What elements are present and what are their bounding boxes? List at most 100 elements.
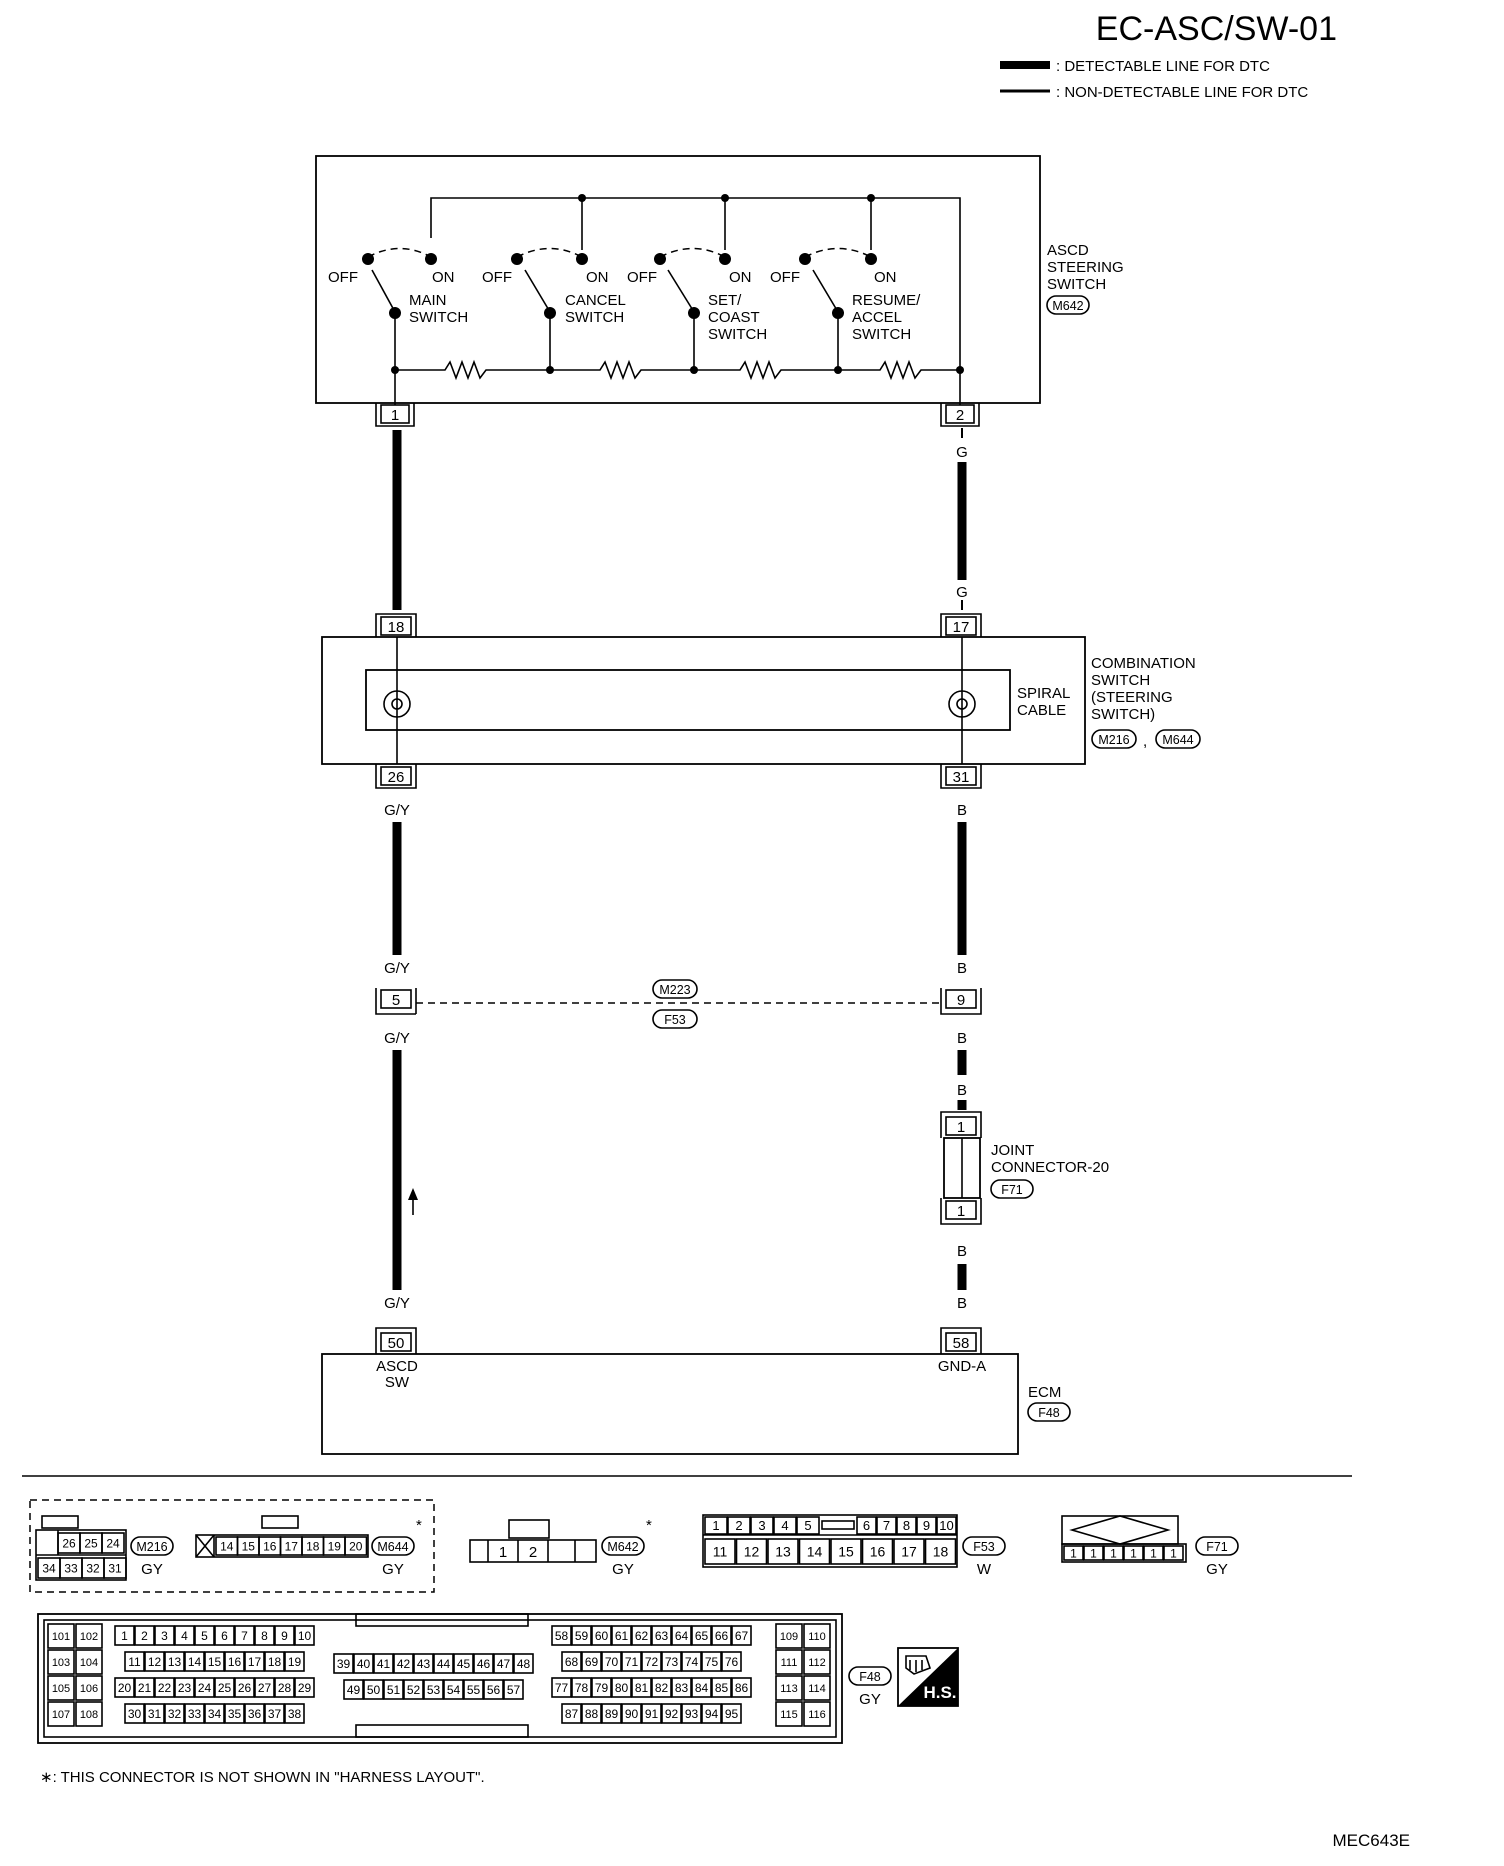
- wire-color-gy: G/Y: [384, 1295, 410, 1312]
- pin-1: 1: [957, 1119, 965, 1136]
- pin-number: 23: [178, 1681, 192, 1695]
- pin-cell: [551, 1677, 572, 1698]
- pin-cell: [773, 1516, 797, 1535]
- pin-cell: [1143, 1545, 1164, 1561]
- comma: ,: [1143, 733, 1147, 750]
- pin-cell: [234, 1677, 255, 1698]
- on-label: ON: [586, 269, 609, 286]
- pin-cell: [433, 1653, 454, 1674]
- pin-number: 81: [635, 1681, 649, 1695]
- pin-cell: [264, 1651, 285, 1672]
- pin-cell: [775, 1701, 803, 1727]
- wire-color-b: B: [957, 1082, 967, 1099]
- pin-number: 52: [407, 1683, 421, 1697]
- pin-cell: [463, 1679, 484, 1700]
- pin-number: 111: [781, 1657, 798, 1669]
- pin-cell: [274, 1677, 295, 1698]
- pin-cell: [701, 1703, 722, 1724]
- pin-combo-18: 18: [375, 613, 417, 637]
- pin-cell: [284, 1651, 305, 1672]
- pin-number: 34: [208, 1707, 222, 1721]
- hs-label: H.S.: [923, 1683, 956, 1702]
- pin-cell: [571, 1625, 592, 1646]
- pin-cell: [154, 1625, 175, 1646]
- connector-m642: M642: [1052, 299, 1083, 313]
- off-label: OFF: [328, 269, 358, 286]
- pin-number: 92: [665, 1707, 679, 1721]
- pin-cell: [393, 1653, 414, 1674]
- pin-cell: [184, 1651, 205, 1672]
- pin-cell: [423, 1679, 444, 1700]
- pin-number: 14: [220, 1539, 234, 1553]
- pin-number: 1: [1150, 1546, 1157, 1560]
- pin-number: 65: [695, 1629, 709, 1643]
- pin-cell: [294, 1625, 315, 1646]
- pin-number: 25: [84, 1536, 98, 1550]
- svg-text:M644: M644: [377, 1540, 408, 1554]
- svg-text:GY: GY: [382, 1561, 404, 1578]
- pin-number: 32: [86, 1561, 100, 1575]
- wire-color-g: G: [956, 584, 968, 601]
- pin-number: 59: [575, 1629, 589, 1643]
- pin-number: 76: [725, 1655, 739, 1669]
- wire-color-gy: G/Y: [384, 960, 410, 977]
- pin-cell: [796, 1516, 820, 1535]
- pin-cell: [721, 1703, 742, 1724]
- pin-cell: [803, 1675, 831, 1701]
- pin-number: 21: [138, 1681, 152, 1695]
- pin-cell: [704, 1516, 728, 1535]
- pin-cell: [224, 1703, 245, 1724]
- pin-cell: [561, 1651, 582, 1672]
- pin-cell: [114, 1625, 135, 1646]
- svg-text:GY: GY: [612, 1561, 634, 1578]
- pin-cell: [47, 1701, 75, 1727]
- pin-number: 60: [595, 1629, 609, 1643]
- pin-number: 3: [758, 1518, 765, 1533]
- pin-number: 70: [605, 1655, 619, 1669]
- pin-cell: [101, 1532, 125, 1554]
- pin-number: 66: [715, 1629, 729, 1643]
- svg-text:31: 31: [953, 769, 970, 786]
- pin-number: 13: [775, 1544, 791, 1560]
- pin-cell: [671, 1625, 692, 1646]
- pin-number: 19: [288, 1655, 302, 1669]
- pin-cell: [294, 1677, 315, 1698]
- pin-number: 7: [241, 1629, 248, 1643]
- pin-number: 26: [62, 1536, 76, 1550]
- pin-number: 80: [615, 1681, 629, 1695]
- pin-number: 1: [1090, 1546, 1097, 1560]
- pin-number: 71: [625, 1655, 639, 1669]
- pin-cell: [711, 1625, 732, 1646]
- svg-text:*: *: [646, 1517, 652, 1534]
- pin-cell: [621, 1651, 642, 1672]
- pin-cell: [661, 1651, 682, 1672]
- pin-number: 37: [268, 1707, 282, 1721]
- legend-non-detectable: : NON-DETECTABLE LINE FOR DTC: [1056, 84, 1308, 101]
- pin-number: 90: [625, 1707, 639, 1721]
- pin-number: 109: [780, 1631, 798, 1643]
- pin-cell: [691, 1625, 712, 1646]
- pin-number: 51: [387, 1683, 401, 1697]
- pin-cell: [701, 1651, 722, 1672]
- pin-number: 17: [248, 1655, 262, 1669]
- pin-number: 33: [188, 1707, 202, 1721]
- pin-cell: [601, 1651, 622, 1672]
- svg-text:58: 58: [953, 1335, 970, 1352]
- wire-color-gy: G/Y: [384, 1030, 410, 1047]
- pin-number: 46: [477, 1657, 491, 1671]
- pin-cell: [1083, 1545, 1104, 1561]
- pin-cell: [704, 1538, 736, 1565]
- pin-number: 2: [141, 1629, 148, 1643]
- pin-cell: [651, 1677, 672, 1698]
- pin-cell: [134, 1625, 155, 1646]
